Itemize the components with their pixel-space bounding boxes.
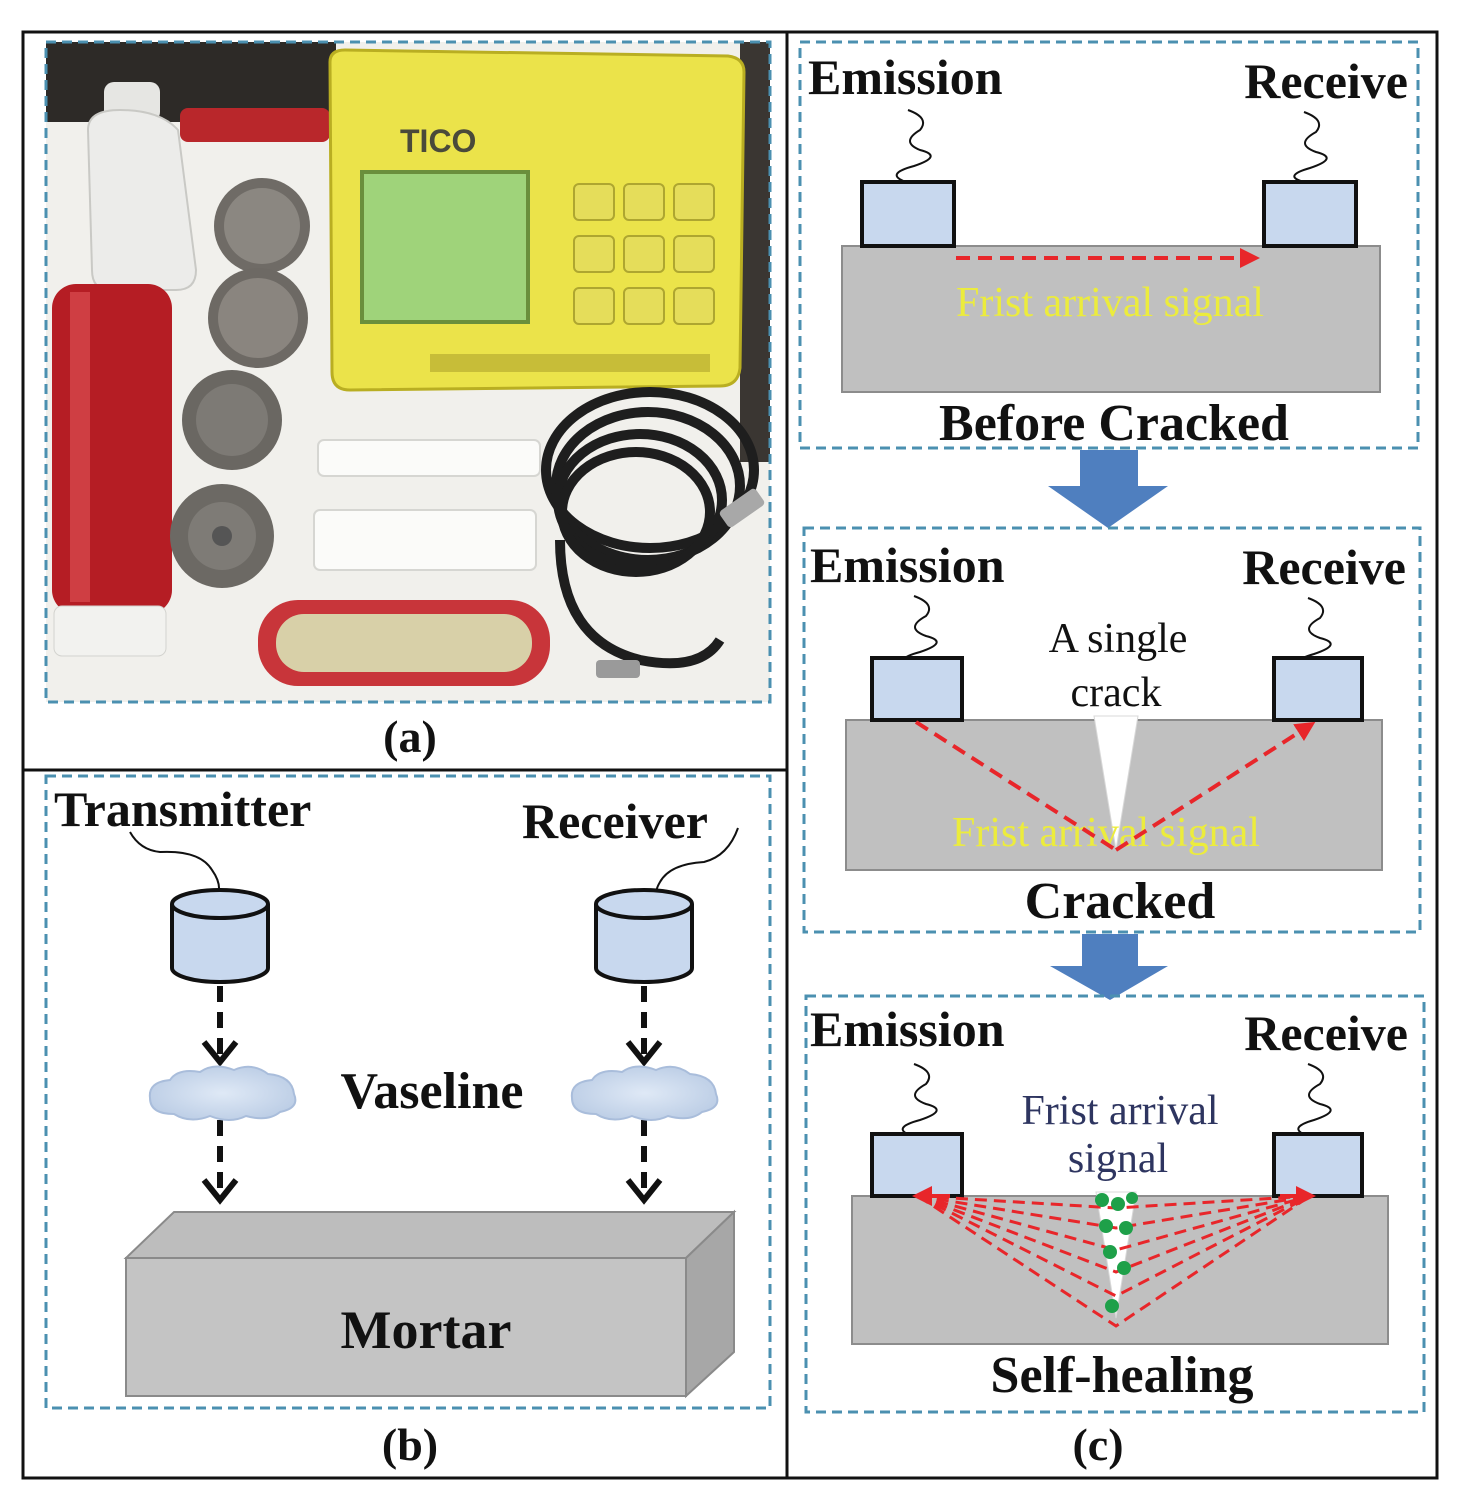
healing-receive-wire [1297, 1063, 1332, 1137]
vaseline-cloud-right [570, 1065, 719, 1121]
red-handle [180, 108, 330, 142]
before-emitter-sensor [860, 180, 956, 248]
vaseline-label: Vaseline [341, 1063, 524, 1120]
transducers [170, 178, 310, 588]
transmitter-arrows [201, 986, 239, 1205]
before-title: Before Cracked [939, 395, 1289, 452]
cracked-signal-path-up [1114, 721, 1316, 852]
cracked-emission-label: Emission [810, 537, 1005, 593]
healing-emission-wire [901, 1063, 938, 1137]
panel-a: TICO (a) [44, 40, 772, 762]
before-specimen [841, 245, 1381, 393]
transmitter-sensor [170, 888, 270, 984]
mortar-block [123, 1209, 737, 1399]
cracked-emitter-sensor [870, 656, 964, 722]
flow-arrow-1 [1048, 450, 1168, 528]
receiver-label: Receiver [522, 793, 708, 849]
device-label-strip [430, 354, 710, 372]
scene-cracked: Emission Receive A single crack Frist ar… [802, 526, 1422, 934]
red-dish [258, 600, 550, 686]
device-keypad [573, 183, 715, 325]
cracked-signal-path-down [914, 720, 1118, 852]
device-brand: TICO [400, 123, 476, 159]
before-receive-wire [1293, 111, 1328, 183]
before-receive-label: Receive [1244, 53, 1408, 109]
panel-c: Emission Receive Frist arrival signal Be… [798, 40, 1426, 1470]
scene-self-healing: Emission Receive Frist arrival signal [804, 994, 1426, 1414]
healing-receiver-sensor [1272, 1132, 1364, 1198]
transmitter-label: Transmitter [54, 781, 311, 837]
healing-dashed-border [804, 994, 1426, 1414]
transmitter-cable [129, 831, 221, 897]
panel-c-caption: (c) [1072, 1419, 1123, 1470]
bottle [86, 82, 198, 291]
photo-dark-right [740, 42, 770, 462]
connector-1 [719, 488, 765, 528]
healing-signal-line2: signal [1068, 1136, 1168, 1182]
panel-b-caption: (b) [382, 1419, 438, 1470]
receiver-arrows [625, 986, 663, 1205]
red-cylinder [52, 284, 172, 657]
tray-1 [317, 439, 541, 477]
before-dashed-border [798, 40, 1420, 450]
tray-2 [313, 509, 537, 571]
mortar-label: Mortar [341, 1300, 512, 1360]
panel-b: Transmitter Receiver [44, 774, 772, 1470]
cracked-receiver-sensor [1272, 656, 1364, 722]
healing-products [1095, 1192, 1138, 1313]
vaseline-cloud-left [148, 1065, 297, 1121]
ultrasonic-device: TICO [328, 48, 746, 392]
healing-emitter-sensor [870, 1132, 964, 1198]
connector-2 [596, 660, 640, 678]
cable-coil [541, 387, 759, 669]
scene-before-cracked: Emission Receive Frist arrival signal Be… [798, 40, 1420, 452]
healing-emission-label: Emission [810, 1001, 1005, 1057]
before-emission-wire [895, 109, 932, 183]
crack-shape [1093, 715, 1139, 851]
cracked-receive-label: Receive [1242, 539, 1406, 595]
panel-a-caption: (a) [383, 711, 437, 762]
receiver-sensor [594, 888, 694, 984]
panel-b-dashed-border [44, 774, 772, 1410]
before-receiver-sensor [1262, 180, 1358, 248]
healing-receive-label: Receive [1244, 1005, 1408, 1061]
before-signal-label: Frist arrival signal [956, 280, 1264, 326]
cracked-title: Cracked [1025, 873, 1216, 930]
crack-label-line2: crack [1071, 670, 1162, 716]
flow-arrow-2 [1050, 934, 1168, 1000]
before-emission-label: Emission [808, 49, 1003, 105]
crack-label-line1: A single [1049, 616, 1188, 662]
device-screen [360, 170, 530, 324]
healing-signal-line1: Frist arrival [1021, 1088, 1218, 1134]
cracked-dashed-border [802, 526, 1422, 934]
cracked-signal-label: Frist arrival signal [952, 810, 1260, 856]
panel-a-dashed-border [44, 40, 772, 704]
healing-title: Self-healing [991, 1347, 1254, 1404]
